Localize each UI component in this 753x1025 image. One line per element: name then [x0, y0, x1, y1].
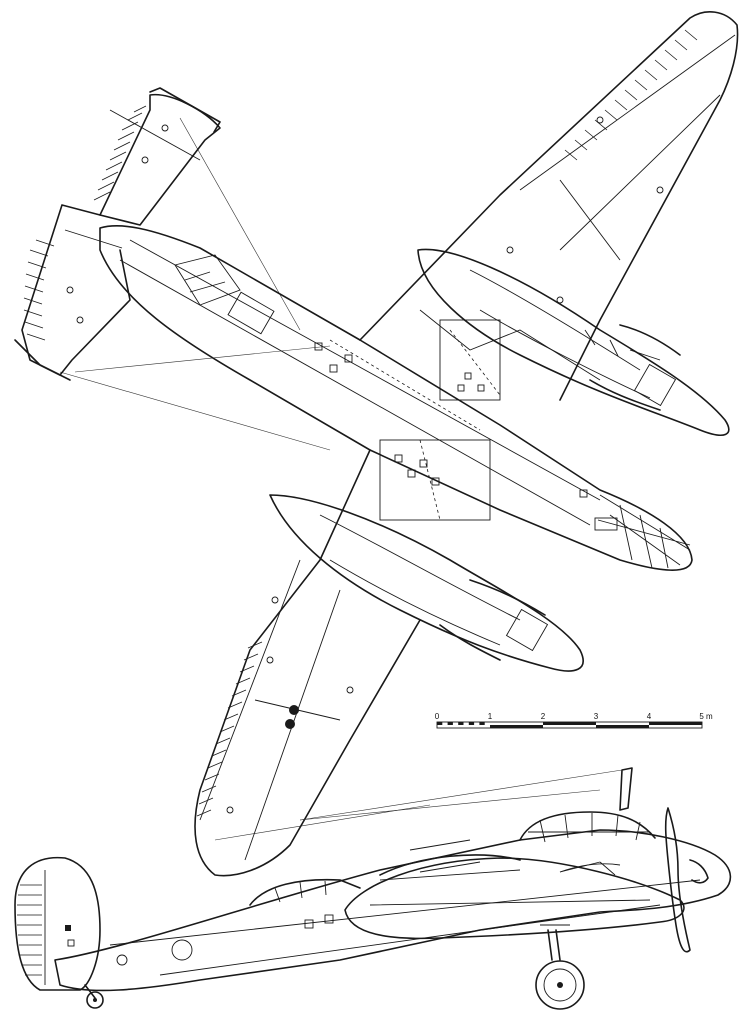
fuselage-plan: [99, 225, 693, 571]
elevator-ribs-upper: [93, 105, 147, 201]
antenna-mast: [299, 767, 633, 821]
starboard-nacelle: [417, 248, 730, 436]
fuselage-side: [54, 811, 732, 992]
scale-tick-2: 2: [541, 712, 546, 721]
scale-bar-segments: [437, 722, 702, 728]
starboard-wing: [359, 11, 739, 401]
aileron-ribs-starboard: [564, 29, 698, 161]
scale-tick-4: 4: [647, 712, 652, 721]
scale-tick-3: 3: [594, 712, 599, 721]
main-gear: [535, 924, 585, 1010]
vertical-tail: [14, 856, 101, 991]
plan-view: [14, 11, 739, 877]
nacelle-side: [344, 854, 685, 940]
aileron-ribs-port: [196, 641, 263, 817]
rudder-ribs: [17, 884, 42, 976]
tail-wheel: [84, 984, 104, 1009]
elevator-ribs-lower: [23, 239, 55, 341]
propeller: [664, 807, 709, 953]
scale-tick-1: 1: [488, 712, 493, 721]
scale-bar: 0 1 2 3 4 5 m: [435, 712, 713, 729]
port-wing: [194, 439, 491, 877]
port-nacelle: [269, 494, 584, 672]
horizontal-tailplane: [14, 87, 221, 381]
projection-lines: [59, 117, 601, 841]
scale-tick-0: 0: [435, 712, 440, 721]
side-view: [14, 767, 732, 1010]
scale-tick-5: 5 m: [699, 712, 713, 721]
